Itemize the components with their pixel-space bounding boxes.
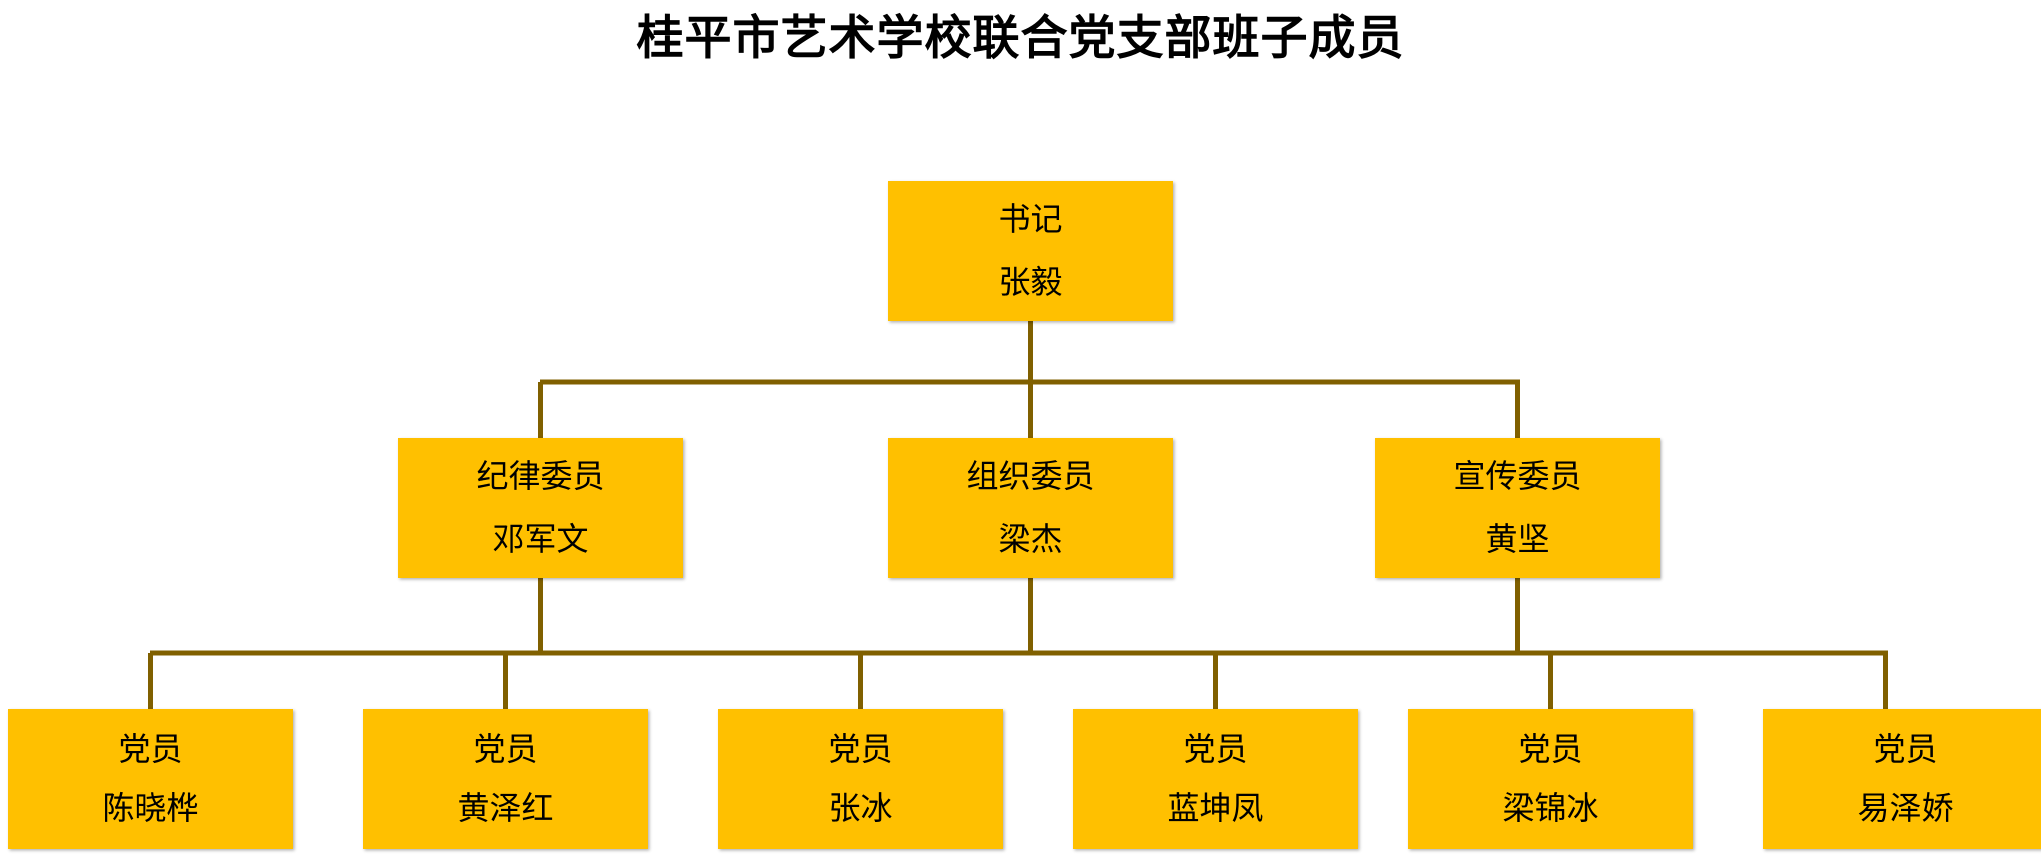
node-name: 黄坚 [1485, 521, 1550, 557]
node-role: 书记 [998, 201, 1063, 238]
org-node-party-member-1[interactable]: 党员 陈晓桦 [8, 709, 293, 849]
node-name: 张冰 [828, 790, 893, 826]
node-name: 梁锦冰 [1502, 790, 1599, 826]
node-role: 党员 [828, 731, 893, 768]
org-node-organization-member[interactable]: 组织委员 梁杰 [888, 438, 1173, 578]
node-role: 纪律委员 [476, 458, 605, 495]
org-node-propaganda-member[interactable]: 宣传委员 黄坚 [1375, 438, 1660, 578]
node-role: 宣传委员 [1453, 458, 1582, 495]
page-title: 桂平市艺术学校联合党支部班子成员 [636, 11, 1405, 64]
node-role: 党员 [1873, 731, 1938, 768]
node-name: 陈晓桦 [102, 790, 199, 826]
org-node-party-member-3[interactable]: 党员 张冰 [718, 709, 1003, 849]
node-role: 组织委员 [966, 458, 1095, 495]
org-node-party-member-5[interactable]: 党员 梁锦冰 [1408, 709, 1693, 849]
node-name: 梁杰 [998, 521, 1063, 557]
node-name: 蓝坤凤 [1167, 790, 1264, 826]
node-name: 邓军文 [492, 521, 589, 557]
org-node-party-member-2[interactable]: 党员 黄泽红 [363, 709, 648, 849]
node-name: 张毅 [998, 264, 1063, 300]
node-role: 党员 [118, 731, 183, 768]
org-node-secretary[interactable]: 书记 张毅 [888, 181, 1173, 321]
org-node-discipline-member[interactable]: 纪律委员 邓军文 [398, 438, 683, 578]
node-name: 易泽娇 [1857, 790, 1954, 826]
node-name: 黄泽红 [457, 790, 554, 826]
node-role: 党员 [1518, 731, 1583, 768]
node-role: 党员 [473, 731, 538, 768]
org-node-party-member-4[interactable]: 党员 蓝坤凤 [1073, 709, 1358, 849]
node-role: 党员 [1183, 731, 1248, 768]
org-node-party-member-6[interactable]: 党员 易泽娇 [1763, 709, 2041, 849]
